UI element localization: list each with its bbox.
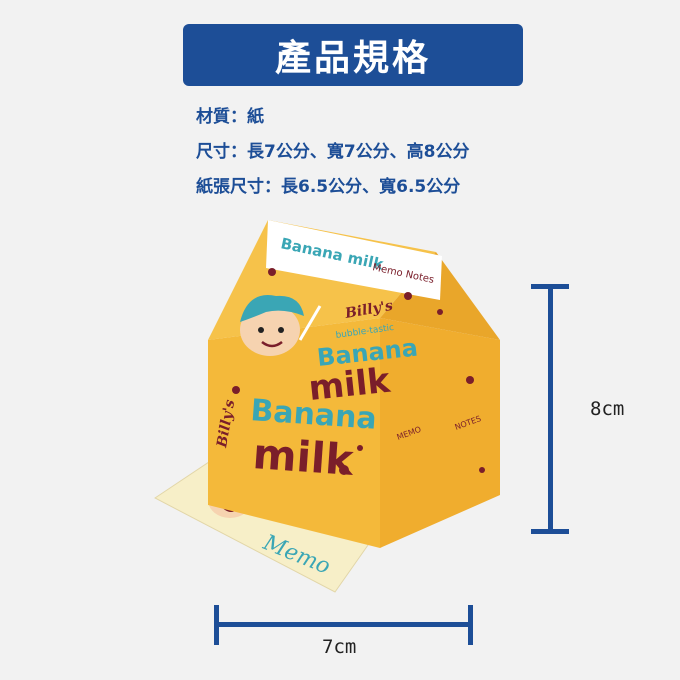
- carton-front: [208, 318, 380, 548]
- carton-character: [240, 295, 322, 356]
- title-banner: 產品規格: [183, 24, 523, 86]
- height-brace-line: [548, 284, 553, 534]
- carton-big-name-2: milk: [251, 429, 356, 485]
- width-label: 7cm: [322, 636, 357, 658]
- carton-top-banner: [266, 220, 442, 300]
- height-brace-bottom: [531, 529, 569, 534]
- spec-paper-size: 紙張尺寸：長6.5公分、寬6.5公分: [196, 177, 461, 197]
- width-brace-line: [214, 622, 473, 627]
- spec-material: 材質：紙: [196, 107, 264, 127]
- carton-name-2: milk: [307, 361, 393, 409]
- spec-size: 尺寸：長7公分、寬7公分、高8公分: [196, 142, 470, 162]
- carton-side: [380, 318, 500, 548]
- page-title: 產品規格: [274, 38, 431, 79]
- width-brace-right: [468, 605, 473, 645]
- product-image: Memo Banana milk Memo Notes Billy's bubb…: [154, 220, 500, 593]
- height-label: 8cm: [590, 398, 625, 420]
